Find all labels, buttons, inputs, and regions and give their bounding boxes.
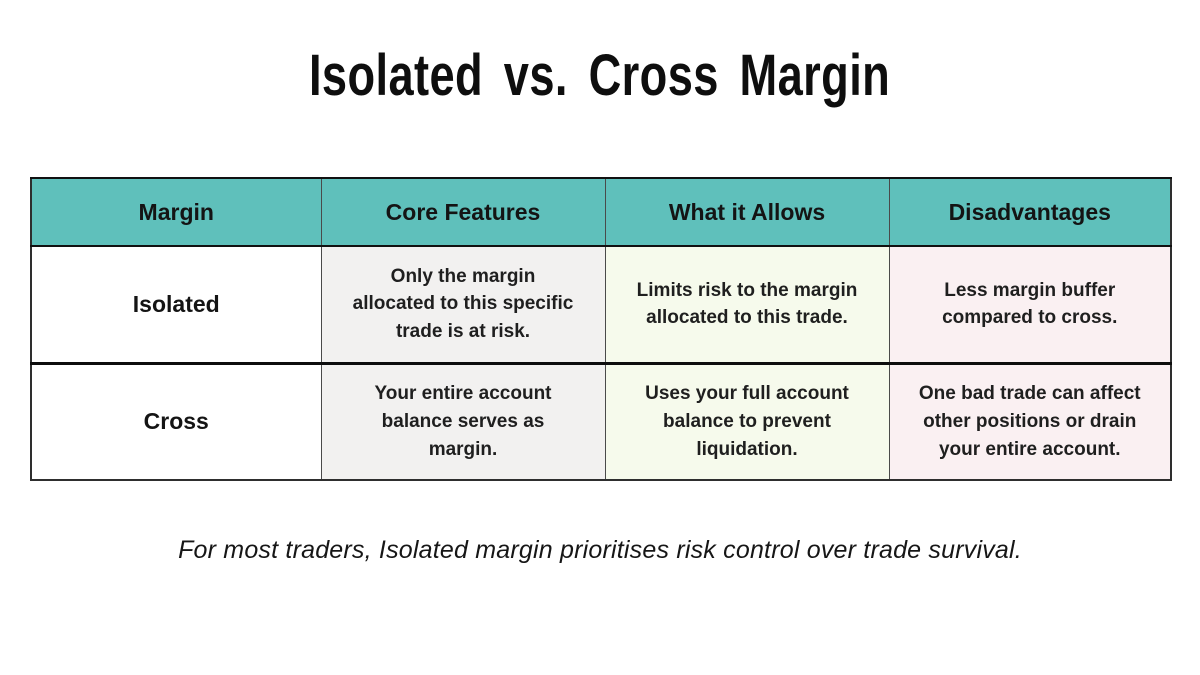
title-bar: Isolated vs. Cross Margin xyxy=(0,43,1200,108)
row-label-cross: Cross xyxy=(30,362,322,481)
cell-isolated-what-it-allows: Limits risk to the margin allocated to t… xyxy=(604,245,890,365)
header-row: Margin Core Features What it Allows Disa… xyxy=(30,177,1172,247)
footer: For most traders, Isolated margin priori… xyxy=(0,536,1200,565)
footer-note: For most traders, Isolated margin priori… xyxy=(178,536,1022,564)
cell-cross-core-features: Your entire account balance serves as ma… xyxy=(320,362,606,481)
column-header-disadvantages: Disadvantages xyxy=(888,177,1172,247)
cell-cross-disadvantages: One bad trade can affect other positions… xyxy=(888,362,1172,481)
column-header-core-features: Core Features xyxy=(320,177,606,247)
cell-cross-what-it-allows: Uses your full account balance to preven… xyxy=(604,362,890,481)
row-label-isolated: Isolated xyxy=(30,245,322,365)
table-row-cross: Cross Your entire account balance serves… xyxy=(30,362,1172,481)
cell-isolated-disadvantages: Less margin buffer compared to cross. xyxy=(888,245,1172,365)
cell-isolated-core-features: Only the margin allocated to this specif… xyxy=(320,245,606,365)
column-header-margin: Margin xyxy=(30,177,322,247)
table-row-isolated: Isolated Only the margin allocated to th… xyxy=(30,245,1172,365)
page-title: Isolated vs. Cross Margin xyxy=(309,43,891,108)
comparison-table: Margin Core Features What it Allows Disa… xyxy=(30,177,1172,481)
column-header-what-it-allows: What it Allows xyxy=(604,177,890,247)
